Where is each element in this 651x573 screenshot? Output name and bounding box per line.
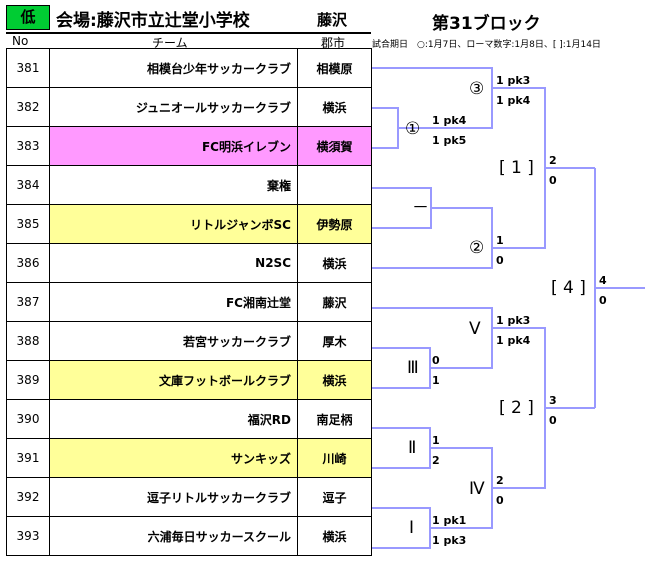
match-ii-marker: Ⅱ <box>408 438 417 458</box>
match-i-marker: Ⅰ <box>409 518 415 538</box>
forfeit-match-marker: － <box>412 198 429 218</box>
bracket-connector <box>372 307 493 369</box>
match-iii-score-top: 0 <box>432 354 440 367</box>
bracket-connector <box>372 67 493 129</box>
match-3-marker: ③ <box>469 79 485 99</box>
round-2-score-bottom: 0 <box>549 414 557 427</box>
team-name: 棄権 <box>49 165 298 205</box>
match-i-score-bottom: 1 pk3 <box>432 534 467 547</box>
match-v-score-top: 1 pk3 <box>496 314 531 327</box>
team-number: 383 <box>6 126 50 166</box>
match-v-marker: Ⅴ <box>469 319 481 339</box>
team-city: 川崎 <box>297 438 372 478</box>
bracket-connector <box>372 107 399 149</box>
team-name: 六浦毎日サッカースクール <box>49 516 298 556</box>
schedule-note: 試合期日 ○:1月7日、ローマ数字:1月8日、[ ]:1月14日 <box>372 40 601 50</box>
bracket-connector <box>372 427 431 469</box>
team-name: 相模台少年サッカークラブ <box>49 48 298 88</box>
low-badge: 低 <box>6 5 50 30</box>
round-4-score-top: 4 <box>599 274 607 287</box>
match-1-score-top: 1 pk4 <box>432 114 467 127</box>
match-2-score-top: 1 <box>496 234 504 247</box>
match-v-score-bottom: 1 pk4 <box>496 334 531 347</box>
match-2-marker: ② <box>469 238 485 258</box>
round-1-score-bottom: 0 <box>549 174 557 187</box>
round-4-score-bottom: 0 <box>599 294 607 307</box>
match-ii-score-bottom: 2 <box>432 454 440 467</box>
round-2-score-top: 3 <box>549 394 557 407</box>
team-number: 388 <box>6 321 50 361</box>
team-city: 横浜 <box>297 87 372 127</box>
team-city: 伊勢原 <box>297 204 372 244</box>
block-title: 第31ブロック <box>432 14 541 34</box>
team-city: 逗子 <box>297 477 372 517</box>
venue-title: 会場:藤沢市立辻堂小学校 <box>56 11 250 31</box>
team-city: 厚木 <box>297 321 372 361</box>
team-number: 389 <box>6 360 50 400</box>
match-i-score-top: 1 pk1 <box>432 514 467 527</box>
column-header-city: 郡市 <box>321 36 346 50</box>
match-1-marker: ① <box>405 119 421 139</box>
bracket-connector <box>372 347 431 389</box>
bracket-connector <box>372 207 493 269</box>
match-2-score-bottom: 0 <box>496 254 504 267</box>
match-3-score-top: 1 pk3 <box>496 74 531 87</box>
team-name: リトルジャンボSC <box>49 204 298 244</box>
team-number: 386 <box>6 243 50 283</box>
team-city <box>297 165 372 205</box>
team-number: 382 <box>6 87 50 127</box>
round-1-score-top: 2 <box>549 154 557 167</box>
match-iv-score-top: 2 <box>496 474 504 487</box>
match-iii-marker: Ⅲ <box>407 358 419 378</box>
round-1-marker: [ 1 ] <box>499 158 534 178</box>
column-header-team: チーム <box>152 36 188 50</box>
title-underline <box>6 32 371 34</box>
team-name: FC湘南辻堂 <box>49 282 298 322</box>
team-number: 393 <box>6 516 50 556</box>
team-number: 390 <box>6 399 50 439</box>
team-city: 横浜 <box>297 516 372 556</box>
match-3-score-bottom: 1 pk4 <box>496 94 531 107</box>
team-number: 384 <box>6 165 50 205</box>
team-name: 若宮サッカークラブ <box>49 321 298 361</box>
area-label: 藤沢 <box>317 11 348 29</box>
match-iii-score-bottom: 1 <box>432 374 440 387</box>
match-1-score-bottom: 1 pk5 <box>432 134 467 147</box>
team-city: 相模原 <box>297 48 372 88</box>
team-city: 横浜 <box>297 243 372 283</box>
round-2-marker: [ 2 ] <box>499 398 534 418</box>
column-header-no: No <box>12 34 29 48</box>
match-ii-score-top: 1 <box>432 434 440 447</box>
bracket-connector <box>372 507 431 549</box>
team-name: N2SC <box>49 243 298 283</box>
match-iv-marker: Ⅳ <box>469 479 485 499</box>
team-number: 387 <box>6 282 50 322</box>
round-4-marker: [ 4 ] <box>551 278 586 298</box>
match-iv-score-bottom: 0 <box>496 494 504 507</box>
team-name: サンキッズ <box>49 438 298 478</box>
